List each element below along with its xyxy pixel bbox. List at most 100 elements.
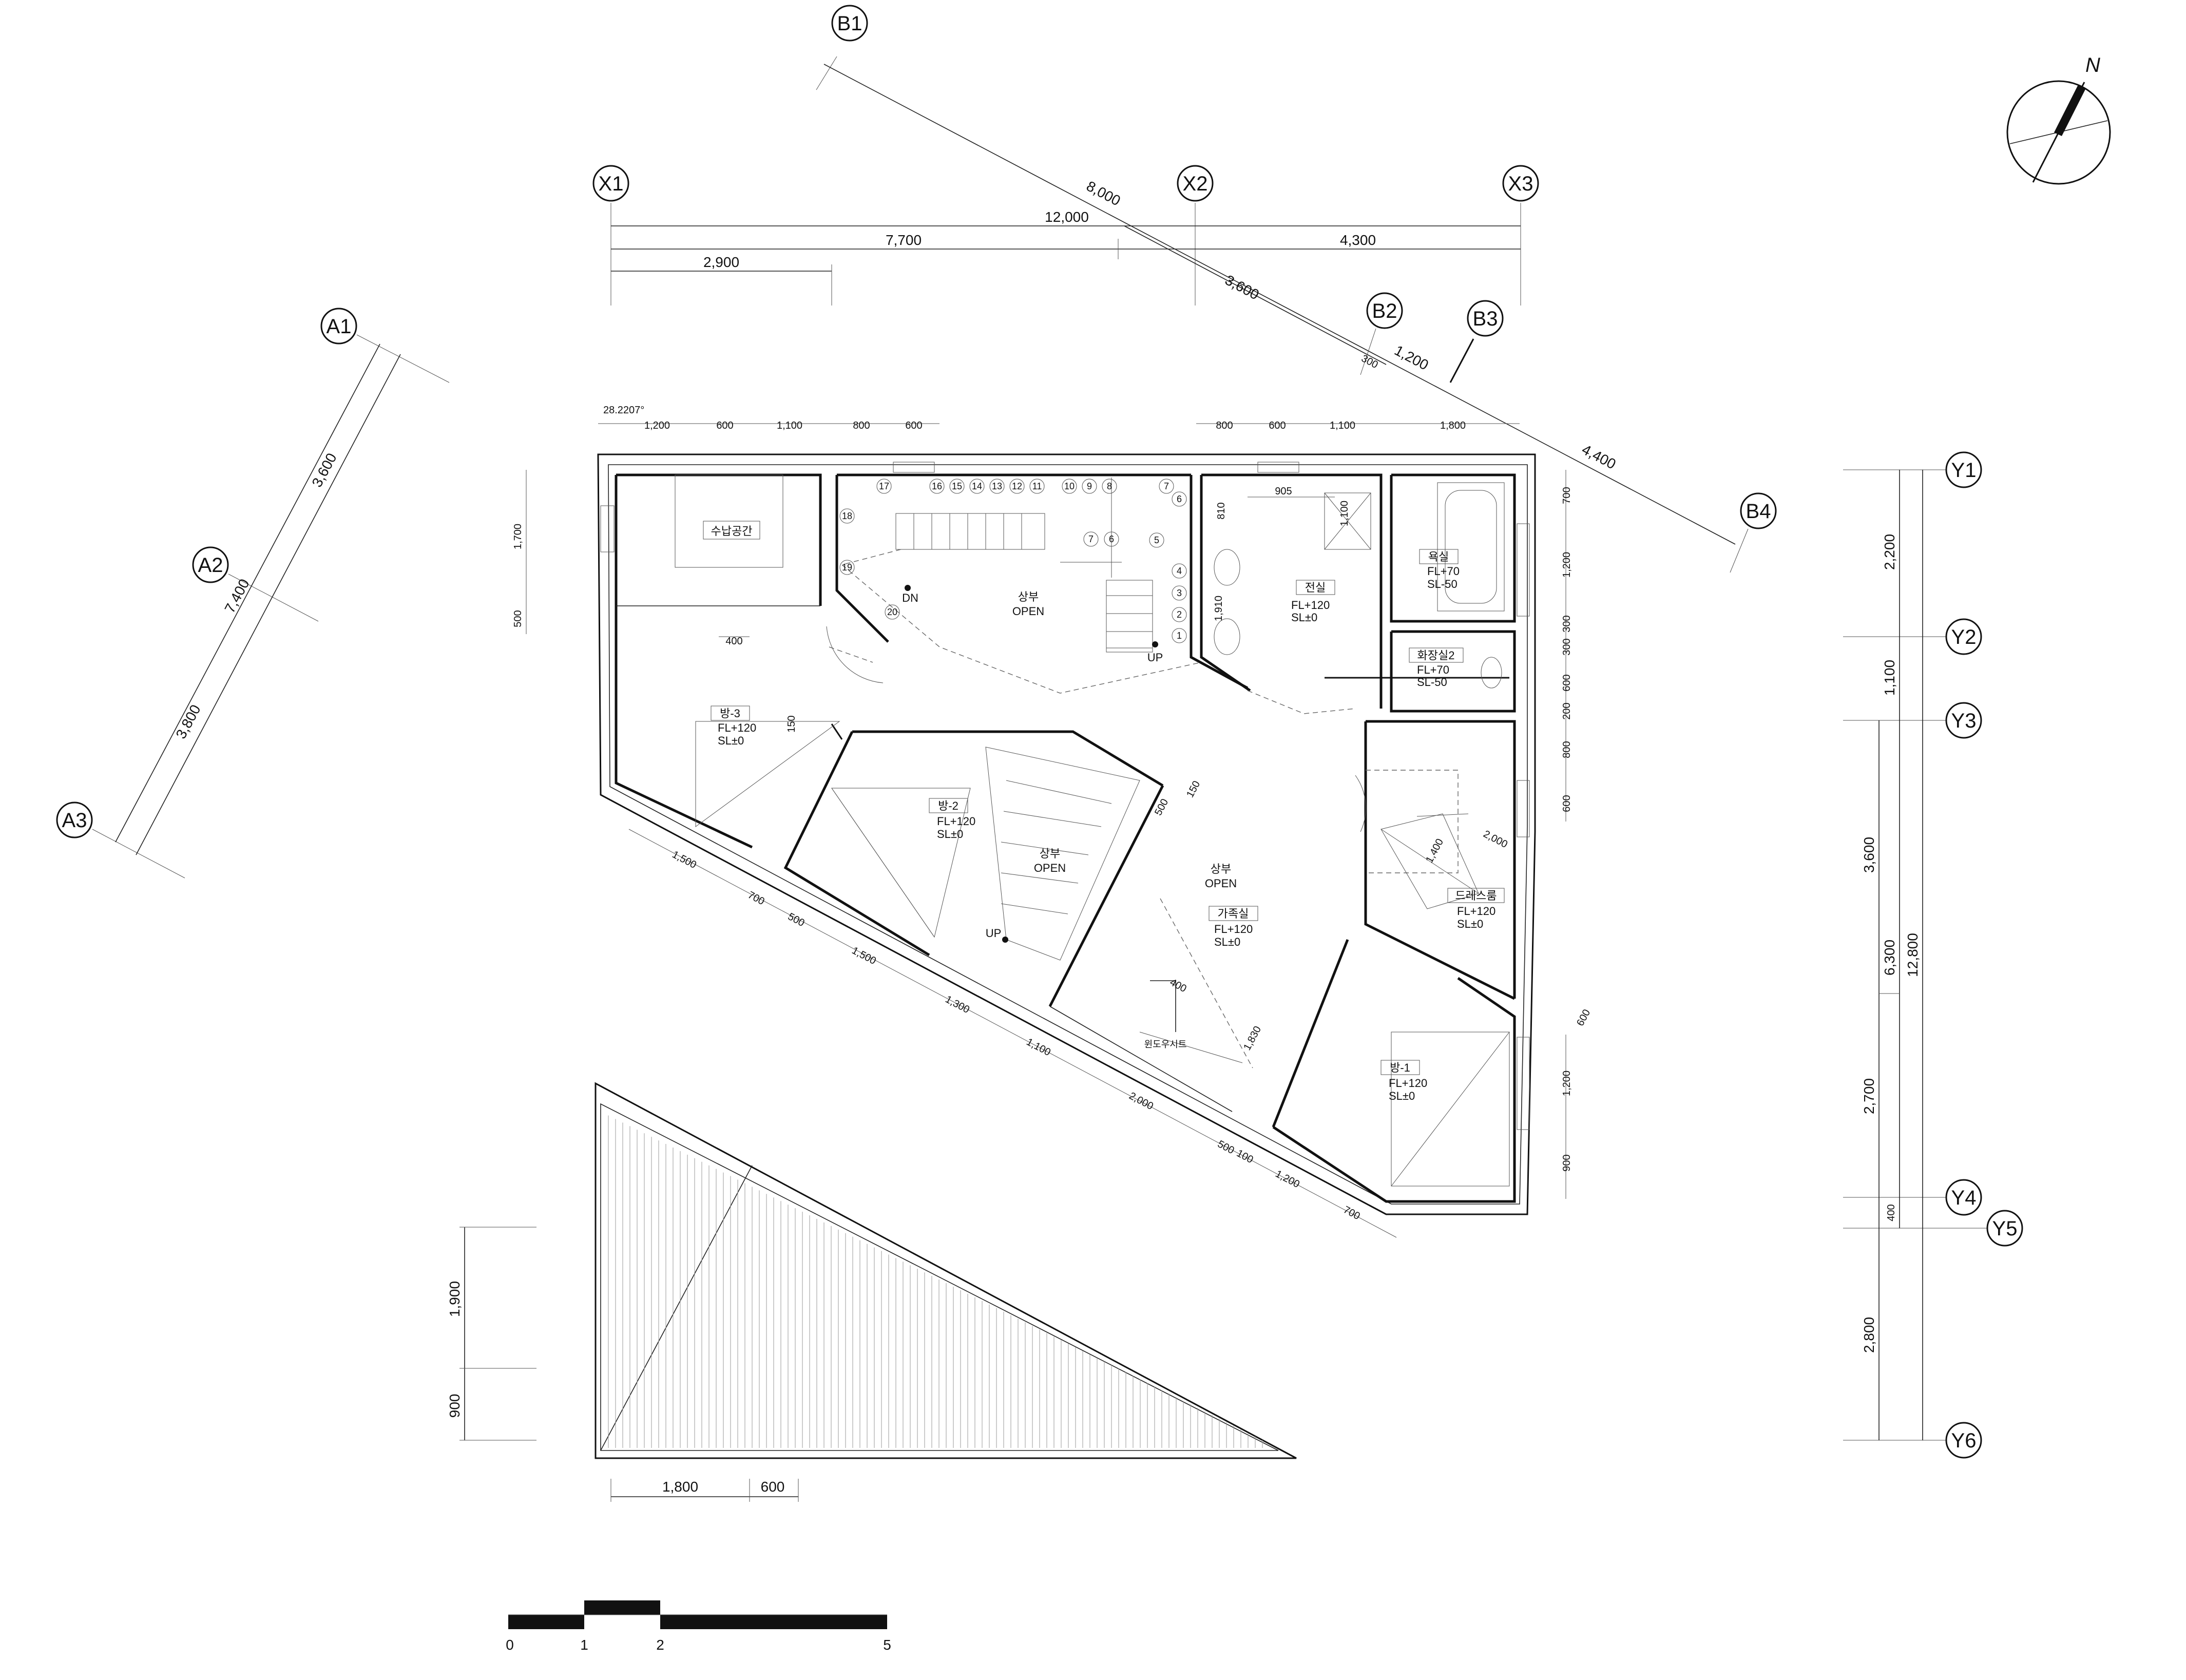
dim-in-1400: 1,400 (1424, 837, 1446, 865)
dim-b-1200: 1,200 (1392, 342, 1431, 373)
label-room2-fl: FL+120 (937, 815, 975, 828)
label-void-c-top: 상부 (1211, 863, 1231, 875)
dim-pr-600b: 600 (1561, 795, 1573, 812)
dim-in-150b: 150 (1184, 779, 1202, 799)
dim-ptl-1: 1,200 (644, 420, 670, 431)
stair-7: 7 (1164, 481, 1169, 491)
interior-details (600, 462, 1530, 1187)
label-dress-fl: FL+120 (1457, 905, 1495, 918)
dim-pb-9: 100 (1235, 1148, 1255, 1166)
dim-pr-300b: 300 (1561, 638, 1573, 655)
stair-17: 17 (879, 481, 889, 491)
stair-3: 3 (1177, 588, 1182, 598)
stair-20: 20 (887, 607, 897, 617)
dim-pb-1: 1,500 (670, 849, 699, 871)
stair-11: 11 (1032, 481, 1042, 491)
dim-right-1100: 1,100 (1882, 660, 1897, 696)
stair-6b: 6 (1109, 534, 1114, 544)
dim-in-1830: 1,830 (1241, 1024, 1263, 1053)
stair-18: 18 (842, 511, 852, 521)
dim-in-905: 905 (1275, 486, 1292, 497)
axis-x3: X3 (1508, 173, 1533, 195)
dim-pr-900: 900 (1561, 1154, 1573, 1171)
dim-in-1910: 1,910 (1213, 596, 1224, 621)
scale-0: 0 (506, 1637, 514, 1653)
label-void-b-top: 상부 (1040, 847, 1060, 860)
dim-ptr-4: 1,800 (1440, 420, 1466, 431)
dim-ptr-2: 600 (1269, 420, 1286, 431)
room-labels: 수납공간 욕실 FL+70 SL-50 전실 FL+120 SL±0 화장실2 … (703, 521, 1505, 1102)
dim-in-2000: 2,000 (1482, 828, 1510, 850)
label-void-b-bottom: OPEN (1034, 862, 1066, 874)
dim-roof-600: 600 (761, 1479, 785, 1495)
dim-top-12000: 12,000 (1045, 209, 1089, 225)
axis-a1: A1 (327, 315, 352, 338)
axis-a3: A3 (62, 809, 87, 832)
label-room1-sl: SL±0 (1389, 1090, 1415, 1102)
label-room2: 방-2 (938, 799, 958, 812)
axis-y6: Y6 (1951, 1429, 1977, 1452)
dim-ptl-4: 800 (853, 420, 870, 431)
axis-x2: X2 (1183, 173, 1208, 195)
axis-y4: Y4 (1951, 1187, 1977, 1209)
label-bath: 욕실 (1428, 550, 1449, 563)
axis-a2: A2 (198, 554, 223, 577)
scale-bar: 0 1 2 5 (506, 1600, 891, 1653)
label-family-fl: FL+120 (1214, 923, 1253, 936)
building-walls (597, 453, 1536, 1215)
north-arrow: N (2006, 54, 2111, 185)
dim-angle: 28.2207° (603, 405, 644, 416)
dim-right-2800: 2,800 (1861, 1317, 1877, 1353)
stair-15: 15 (952, 481, 962, 491)
dim-pb-5: 1,300 (944, 994, 972, 1016)
label-living: 전실 (1305, 581, 1326, 594)
axis-y2: Y2 (1951, 626, 1977, 648)
label-toilet2: 화장실2 (1417, 649, 1455, 662)
label-room3: 방-3 (720, 707, 740, 720)
a-axes: A1 A2 A3 3,600 7,400 3,800 (56, 308, 450, 879)
label-void-a-top: 상부 (1018, 590, 1039, 603)
axis-x1: X1 (599, 173, 624, 195)
label-void-a-bottom: OPEN (1012, 605, 1044, 618)
label-up-b: UP (986, 927, 1002, 940)
north-label: N (2085, 54, 2100, 77)
dim-right-2700: 2,700 (1861, 1078, 1877, 1114)
axis-y1: Y1 (1951, 459, 1977, 482)
stair-12: 12 (1012, 481, 1022, 491)
stair-7b: 7 (1088, 534, 1094, 544)
stair-4: 4 (1177, 566, 1182, 576)
label-void-c-bottom: OPEN (1205, 877, 1237, 890)
stair-2: 2 (1177, 609, 1182, 620)
scale-2: 2 (656, 1637, 664, 1653)
label-toilet2-fl: FL+70 (1417, 663, 1449, 676)
dim-roof-1900: 1,900 (447, 1281, 463, 1317)
dim-right-12800: 12,800 (1905, 933, 1921, 977)
dim-top-4300: 4,300 (1340, 232, 1376, 248)
dim-pb-3: 500 (786, 911, 807, 929)
stair-numbers: 17 16 15 14 13 12 11 10 9 8 7 6 5 4 3 2 … (839, 479, 1187, 643)
label-family: 가족실 (1218, 907, 1249, 920)
label-dress: 드레스룸 (1455, 889, 1497, 902)
stair-5: 5 (1154, 535, 1159, 545)
scale-5: 5 (883, 1637, 891, 1653)
label-bath-sl: SL-50 (1427, 578, 1458, 590)
dim-in-400b: 400 (1168, 977, 1188, 995)
dim-pr-200: 200 (1561, 702, 1573, 719)
dim-pb-8: 500 (1216, 1138, 1236, 1156)
dim-pr-1200: 1,200 (1561, 552, 1573, 578)
x-axes: X1 X2 X3 12,000 7,700 4,300 2,900 (592, 165, 1539, 306)
label-living-sl: SL±0 (1291, 611, 1317, 624)
dim-right-6300: 6,300 (1882, 940, 1897, 976)
axis-b3: B3 (1473, 308, 1498, 330)
dim-pr-700: 700 (1561, 487, 1573, 504)
label-room1-fl: FL+120 (1389, 1077, 1427, 1090)
dim-top-7700: 7,700 (886, 232, 922, 248)
dim-pb-7: 2,000 (1127, 1090, 1156, 1112)
label-room3-fl: FL+120 (718, 721, 756, 734)
stair-8: 8 (1107, 481, 1112, 491)
dim-right-3600: 3,600 (1861, 837, 1877, 873)
dim-pr-800: 800 (1561, 741, 1573, 758)
label-room3-sl: SL±0 (718, 734, 744, 747)
stair-16: 16 (932, 481, 942, 491)
dim-ptl-5: 600 (905, 420, 922, 431)
